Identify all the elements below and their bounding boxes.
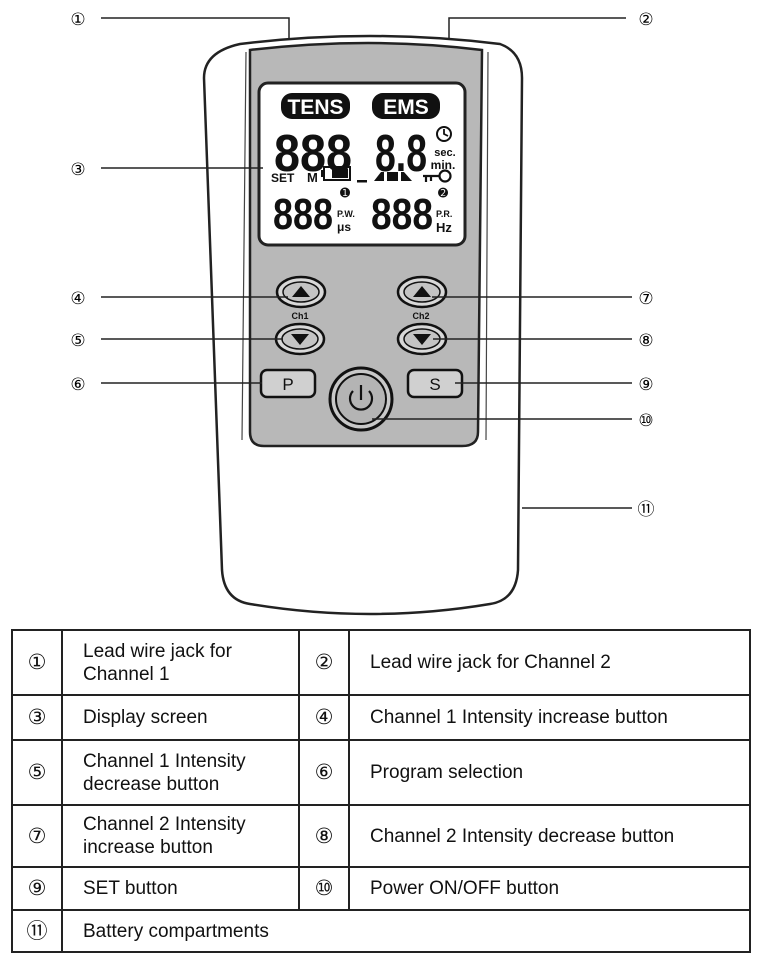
legend-description: Lead wire jack for Channel 2	[348, 629, 751, 696]
legend-number: ⑪	[11, 909, 63, 953]
callout-2: ②	[638, 10, 653, 30]
pr-label: P.R.	[436, 209, 452, 219]
legend-description: Channel 1 Intensity decrease button	[61, 739, 300, 806]
up-arrow-icon	[292, 286, 310, 297]
m-indicator: M	[307, 170, 318, 185]
legend-row: ⑤ Channel 1 Intensity decrease button ⑥ …	[11, 739, 751, 806]
sec-label: sec.	[434, 147, 455, 159]
legend-description: Display screen	[61, 694, 300, 741]
device-body-inner-edge	[241, 51, 489, 441]
down-arrow-icon	[413, 334, 431, 345]
legend-description: Battery compartments	[61, 909, 751, 953]
battery-icon	[321, 166, 351, 181]
display-screen	[257, 81, 467, 247]
ch1-decrease-button[interactable]	[274, 322, 326, 356]
legend-table: ① Lead wire jack for Channel 1 ② Lead wi…	[11, 629, 751, 953]
legend-number: ⑥	[298, 739, 350, 806]
legend-description: Channel 2 Intensity decrease button	[348, 804, 751, 868]
callout-11: ⑪	[638, 500, 655, 520]
key-lock-icon	[423, 169, 452, 183]
legend-number: ①	[11, 629, 63, 696]
tens-label: TENS	[287, 96, 343, 119]
set-button-label: S	[429, 375, 440, 394]
callout-4: ④	[70, 289, 85, 309]
sub-digits-left: 888	[273, 190, 333, 239]
legend-number: ⑦	[11, 804, 63, 868]
ems-badge	[372, 93, 440, 119]
callout-10: ⑩	[638, 411, 653, 431]
legend-row: ③ Display screen ④ Channel 1 Intensity i…	[11, 694, 751, 741]
set-indicator: SET	[271, 171, 295, 185]
sub-digits-right: 888	[371, 190, 433, 239]
legend-description: SET button	[61, 866, 300, 911]
legend-number: ⑩	[298, 866, 350, 911]
ch1-increase-button[interactable]	[275, 275, 327, 309]
up-arrow-icon	[413, 286, 431, 297]
legend-number: ②	[298, 629, 350, 696]
power-icon	[348, 385, 374, 411]
channel1-marker: ➊	[340, 186, 350, 200]
power-button[interactable]	[328, 366, 394, 432]
down-arrow-icon	[291, 334, 309, 345]
callout-5: ⑤	[70, 331, 85, 351]
program-button-label: P	[282, 375, 293, 394]
legend-number: ⑧	[298, 804, 350, 868]
legend-description: Program selection	[348, 739, 751, 806]
ch2-increase-button[interactable]	[396, 275, 448, 309]
legend-description: Channel 2 Intensity increase button	[61, 804, 300, 868]
callout-8: ⑧	[638, 331, 653, 351]
legend-description: Power ON/OFF button	[348, 866, 751, 911]
legend-row: ⑪ Battery compartments	[11, 909, 751, 953]
ems-label: EMS	[383, 96, 429, 119]
leader-lines	[101, 17, 632, 509]
callout-6: ⑥	[70, 375, 85, 395]
min-label: min.	[431, 158, 456, 172]
tens-badge	[281, 93, 350, 119]
legend-description: Lead wire jack for Channel 1	[61, 629, 300, 696]
ch2-decrease-button[interactable]	[396, 322, 448, 356]
dash-segment	[357, 180, 367, 183]
callout-7: ⑦	[638, 289, 653, 309]
us-label: μs	[337, 220, 351, 234]
timer-icon	[436, 126, 452, 142]
pw-label: P.W.	[337, 209, 355, 219]
legend-row: ① Lead wire jack for Channel 1 ② Lead wi…	[11, 629, 751, 696]
ch1-label: Ch1	[291, 311, 308, 321]
legend-description: Channel 1 Intensity increase button	[348, 694, 751, 741]
callout-3: ③	[70, 160, 85, 180]
legend-number: ⑨	[11, 866, 63, 911]
waveform-icon	[374, 172, 412, 181]
channel2-marker: ➋	[438, 186, 448, 200]
legend-row: ⑨ SET button ⑩ Power ON/OFF button	[11, 866, 751, 911]
legend-number: ④	[298, 694, 350, 741]
device-diagram: TENS EMS 888 8.8 sec. min. SET M 888 ➊ P…	[70, 10, 655, 616]
callout-9: ⑨	[638, 375, 653, 395]
legend-row: ⑦ Channel 2 Intensity increase button ⑧ …	[11, 804, 751, 868]
ch2-label: Ch2	[412, 311, 429, 321]
hz-label: Hz	[436, 220, 452, 235]
legend-number: ③	[11, 694, 63, 741]
legend-number: ⑤	[11, 739, 63, 806]
callout-1: ①	[70, 10, 85, 30]
